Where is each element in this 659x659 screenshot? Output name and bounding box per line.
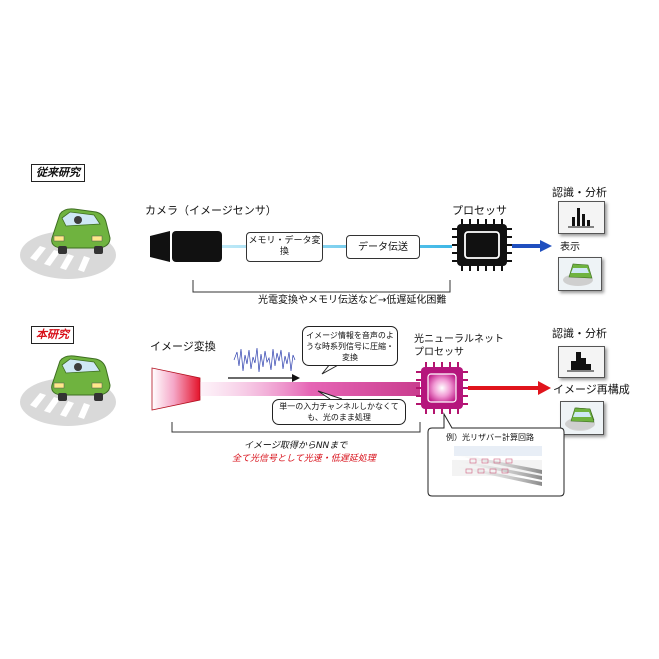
camera-label: カメラ（イメージセンサ） — [145, 204, 277, 217]
bubble-compress: イメージ情報を音声のような時系列信号に圧縮・変換 — [302, 326, 398, 366]
reservoir-circuit-image — [448, 446, 542, 486]
optical-processor-chip-icon — [416, 362, 468, 414]
car-illustration-top — [20, 208, 116, 279]
image-convert-label: イメージ変換 — [150, 340, 216, 353]
optical-processor-label-1: 光ニューラルネット — [414, 334, 504, 345]
recognition-label-top: 認識・分析 — [552, 186, 607, 199]
display-label: 表示 — [560, 242, 580, 253]
bubble-tail-top — [321, 363, 341, 375]
car-illustration-bottom — [20, 355, 116, 426]
data-line — [222, 245, 452, 248]
data-transfer-box: データ伝送 — [346, 235, 420, 259]
delay-bracket — [192, 280, 451, 293]
image-converter-icon — [151, 367, 201, 411]
process-note-2: 全て光信号として光速・低遅延処理 — [232, 454, 376, 464]
waveform-arrow — [228, 374, 300, 382]
processor-label: プロセッサ — [452, 204, 507, 217]
recognition-panel-top — [558, 201, 605, 234]
proposed-tag: 本研究 — [31, 326, 74, 344]
output-arrow-red — [468, 381, 551, 395]
process-bracket — [171, 422, 421, 433]
camera-icon — [150, 231, 222, 262]
conventional-tag: 従来研究 — [31, 164, 85, 182]
optical-beam — [200, 382, 420, 396]
optical-processor-label-2: プロセッサ — [414, 347, 464, 358]
process-note-1: イメージ取得からNNまで — [244, 441, 348, 451]
output-arrow-blue — [512, 240, 552, 252]
processor-chip-icon — [452, 219, 512, 271]
example-label: 例）光リザバー計算回路 — [446, 433, 534, 442]
reconstruct-label: イメージ再構成 — [553, 383, 630, 396]
bar-chart-icon-bottom — [570, 352, 594, 372]
bubble-tail-bottom — [317, 390, 343, 400]
memory-conversion-box: メモリ・データ変換 — [246, 232, 323, 262]
bubble-single-channel: 単一の入力チャンネルしかなくても、光のまま処理 — [272, 399, 406, 425]
reconstruct-car-icon — [566, 407, 595, 431]
display-panel — [558, 257, 602, 291]
waveform-signal — [233, 347, 296, 373]
recognition-label-bottom: 認識・分析 — [552, 327, 607, 340]
delay-note: 光電変換やメモリ伝送など→低遅延化困難 — [258, 295, 447, 306]
